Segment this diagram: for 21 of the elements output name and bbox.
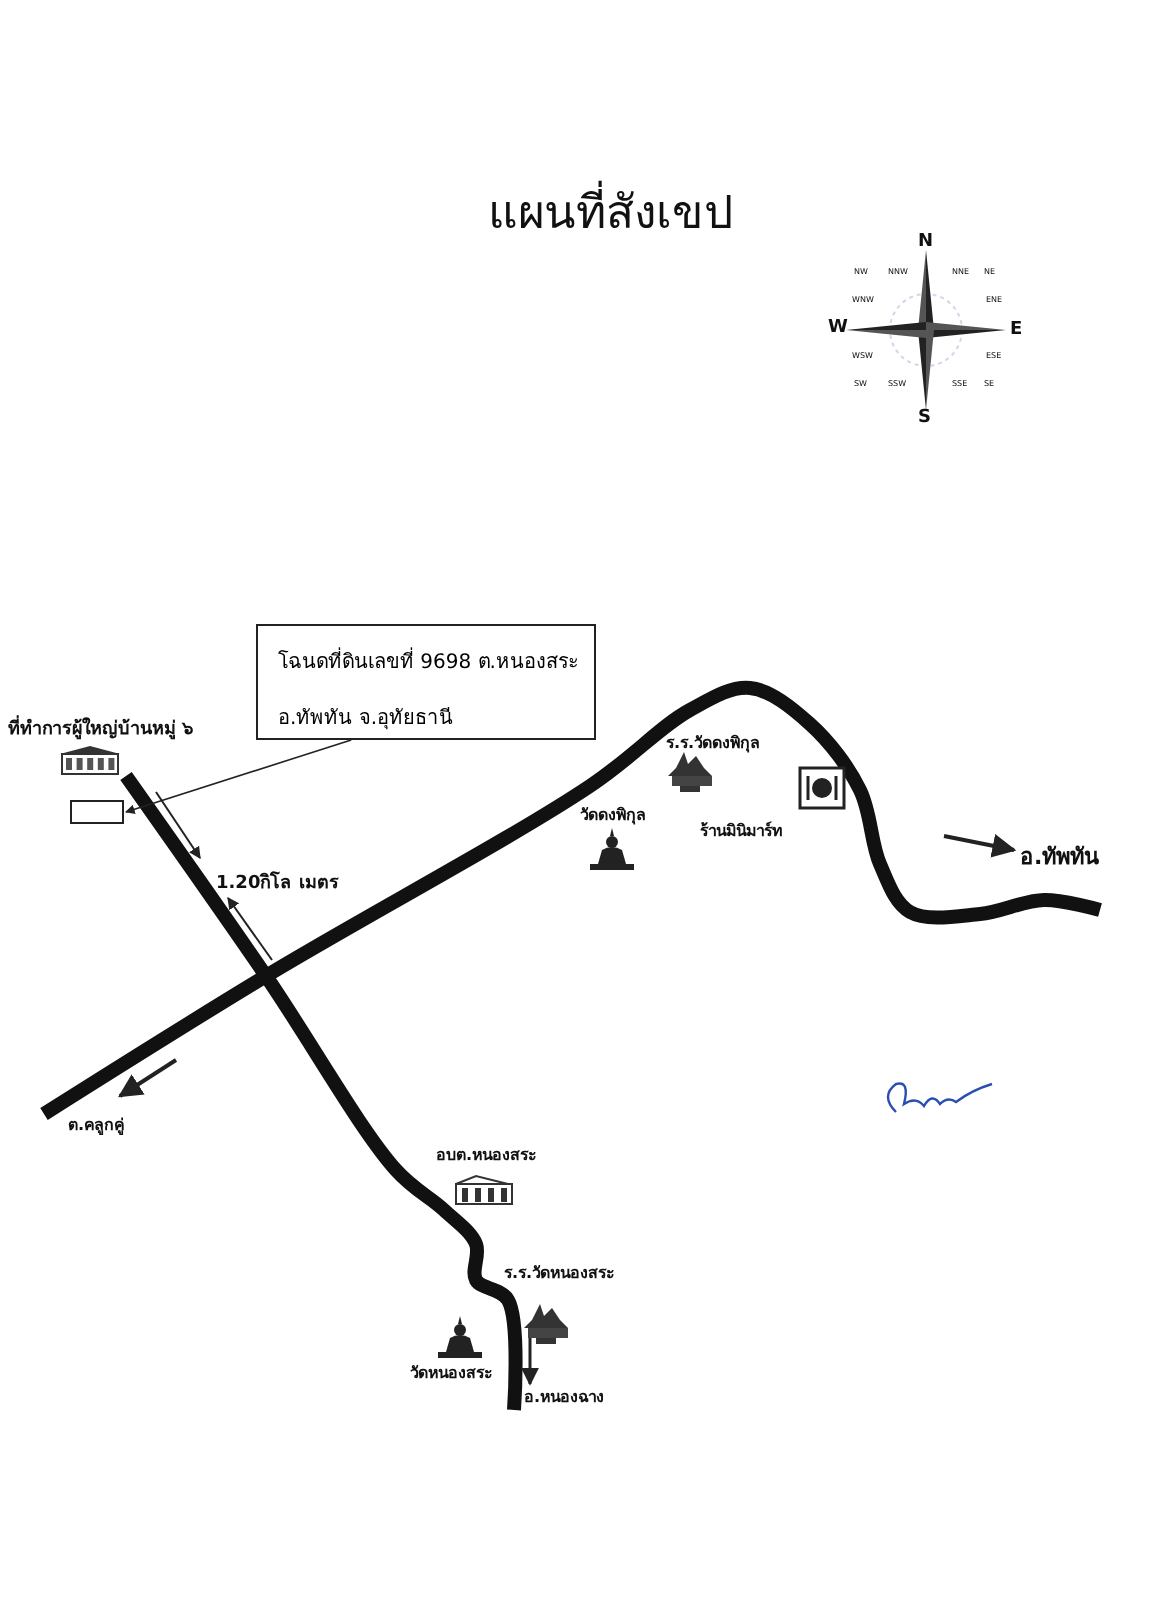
compass-letter: N [918,232,934,252]
leader-line [125,739,352,814]
land-plot-box [70,800,124,824]
place-label: ที่ทำการผู้ใหญ่บ้านหมู่ ๖ [8,714,195,742]
callout-box [256,624,596,740]
place-label: ร.ร.วัดหนองสระ [504,1262,615,1286]
place-label: อ.หนองฉาง [524,1386,605,1410]
callout-text: โฉนดที่ดินเลขที่ 9698 ต.หนองสระ [278,646,578,676]
compass-letter: W [828,318,848,338]
place-label: อบต.หนองสระ [436,1144,537,1168]
place-label: วัดดงพิกุล [580,804,646,828]
place-label: ร.ร.วัดดงพิกุล [666,732,761,756]
compass-letter: S [918,408,931,428]
place-label: อ.ทัพทัน [1020,842,1101,874]
map-title: แผนที่สังเขป [488,176,734,248]
place-label: ร้านมินิมาร์ท [700,819,782,844]
compass-letter: E [1010,320,1023,340]
distance-label: 1.20กิโล เมตร [216,869,339,896]
place-label: วัดหนองสระ [410,1362,492,1386]
place-label: ต.คลูกคู่ [68,1114,125,1138]
callout-text: อ.ทัพทัน จ.อุทัยธานี [278,705,454,732]
